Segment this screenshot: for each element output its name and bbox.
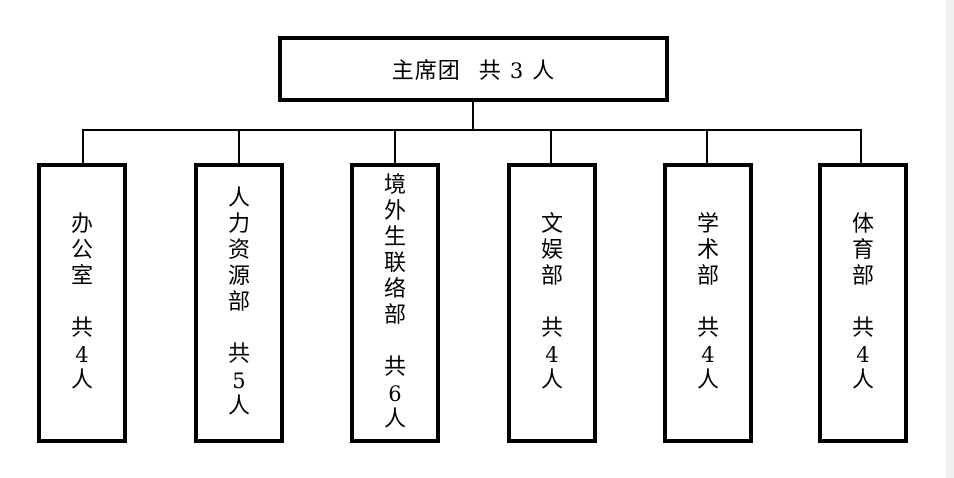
root-count-prefix: 共	[478, 59, 502, 84]
dept-count-prefix: 共	[540, 316, 563, 341]
dept-count-suffix: 人	[851, 368, 874, 393]
dept-name: 体育部	[851, 212, 874, 289]
connector-drop-5	[706, 129, 708, 163]
root-count-number: 3	[509, 59, 525, 83]
dept-count-suffix: 人	[227, 394, 250, 419]
connector-drop-4	[550, 129, 552, 163]
root-count-suffix: 人	[532, 59, 556, 84]
dept-count-suffix: 人	[696, 368, 719, 393]
dept-count-number: 4	[856, 343, 870, 367]
dept-count-number: 6	[388, 382, 402, 406]
dept-count-prefix: 共	[696, 316, 719, 341]
dept-count-suffix: 人	[383, 407, 406, 432]
dept-name: 文娱部	[540, 212, 563, 289]
background-strip	[946, 0, 954, 478]
dept-count-prefix: 共	[851, 316, 874, 341]
connector-drop-6	[860, 129, 862, 163]
dept-count-number: 4	[75, 343, 89, 367]
dept-count-suffix: 人	[540, 368, 563, 393]
dept-count-suffix: 人	[70, 368, 93, 393]
connector-drop-2	[238, 129, 240, 163]
dept-count-prefix: 共	[227, 342, 250, 367]
root-node-name: 主席团	[391, 59, 461, 84]
dept-name: 办公室	[70, 212, 93, 289]
connector-drop-3	[394, 129, 396, 163]
dept-count-number: 4	[701, 343, 715, 367]
root-node-presidium: 主席团 共 3 人	[278, 36, 669, 102]
connector-root-stem	[472, 102, 474, 131]
dept-count-number: 4	[545, 343, 559, 367]
dept-name: 学术部	[696, 212, 719, 289]
dept-count-prefix: 共	[70, 316, 93, 341]
root-node-count: 共 3 人	[479, 53, 555, 85]
connector-drop-1	[82, 129, 84, 163]
connector-horizontal-bus	[82, 129, 862, 131]
dept-name: 人力资源部	[227, 186, 250, 315]
dept-name: 境外生联络部	[383, 173, 406, 328]
dept-count-number: 5	[232, 369, 246, 393]
dept-count-prefix: 共	[383, 355, 406, 380]
